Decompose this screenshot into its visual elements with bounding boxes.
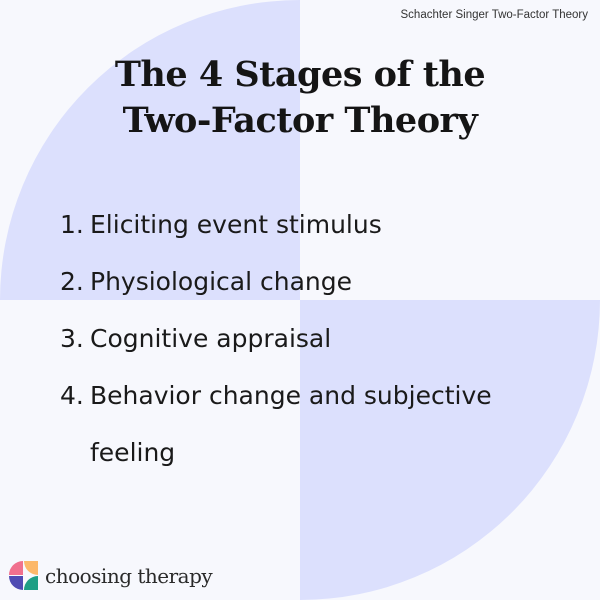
- page-title: The 4 Stages of the Two-Factor Theory: [0, 52, 600, 144]
- stage-text: Physiological change: [90, 267, 352, 296]
- title-line-2: Two-Factor Theory: [122, 100, 478, 141]
- stage-number: 4.: [60, 381, 84, 410]
- stage-number: 2.: [60, 267, 84, 296]
- title-line-1: The 4 Stages of the: [114, 54, 486, 95]
- choosing-therapy-logo-icon: [9, 561, 38, 590]
- list-item: 2. Physiological change: [60, 253, 530, 310]
- list-item: 3. Cognitive appraisal: [60, 310, 530, 367]
- stage-text: Cognitive appraisal: [90, 324, 332, 353]
- stage-number: 1.: [60, 210, 84, 239]
- topic-label: Schachter Singer Two-Factor Theory: [400, 9, 589, 21]
- stage-text: Behavior change and subjective feeling: [90, 381, 492, 467]
- brand-name: choosing therapy: [45, 563, 213, 588]
- brand-logo: choosing therapy: [9, 561, 213, 590]
- stage-number: 3.: [60, 324, 84, 353]
- list-item: 4. Behavior change and subjective feelin…: [60, 367, 530, 481]
- list-item: 1. Eliciting event stimulus: [60, 196, 530, 253]
- stages-list: 1. Eliciting event stimulus 2. Physiolog…: [60, 196, 530, 481]
- stage-text: Eliciting event stimulus: [90, 210, 382, 239]
